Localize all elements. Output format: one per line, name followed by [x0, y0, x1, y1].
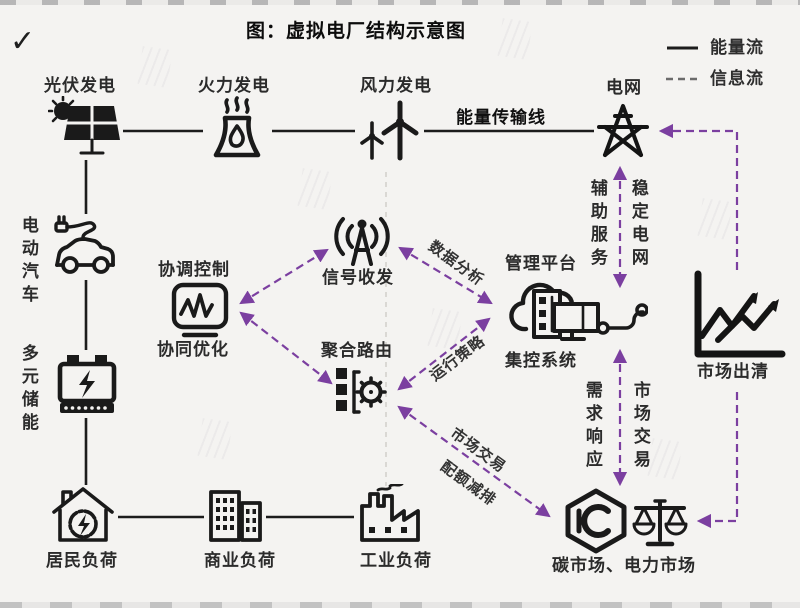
info-line-antenna-platform [398, 246, 493, 305]
label-market-trading-vertical: 市场交易 [630, 381, 650, 473]
transmission-tower-icon [596, 100, 650, 158]
watermark-hatch [697, 198, 733, 240]
label-coordination-optimize: 协同优化 [157, 340, 229, 359]
info-line-clearing-markets [696, 392, 739, 529]
info-line-gear-platform [397, 317, 491, 391]
battery-storage-icon [54, 350, 120, 418]
label-stabilize-grid: 稳定电网 [628, 179, 648, 271]
solar-panel-icon [48, 96, 124, 160]
energy-lines [84, 129, 594, 519]
label-wind: 风力发电 [360, 76, 432, 95]
market-clearing-chart-icon [684, 268, 790, 366]
electric-vehicle-icon [50, 214, 120, 280]
carbon-hexagon-icon [562, 487, 630, 555]
info-line-monitor-gear [239, 311, 333, 385]
label-commercial-load: 商业负荷 [204, 551, 276, 570]
label-grid: 电网 [606, 78, 642, 97]
label-thermal: 火力发电 [198, 76, 270, 95]
label-solar: 光伏发电 [44, 76, 116, 95]
label-residential-load: 居民负荷 [46, 551, 118, 570]
label-aggregation-routing: 聚合路由 [321, 341, 393, 360]
monitor-waveform-icon [168, 281, 232, 339]
watermark-hatch [197, 418, 233, 460]
info-line-clearing-grid [658, 123, 739, 270]
label-ev: 电动汽车 [18, 216, 38, 308]
label-storage: 多元储能 [18, 344, 38, 436]
watermark-hatch [297, 168, 333, 210]
watermark-hatch [137, 46, 173, 88]
info-lines [239, 123, 739, 529]
residential-house-icon [50, 484, 116, 546]
watermark-hatch [497, 18, 533, 60]
cloud-platform-icon [502, 277, 648, 349]
aggregation-gear-icon [332, 365, 390, 420]
info-line-gear-markets [397, 405, 551, 518]
label-signal: 信号收发 [322, 268, 394, 287]
industrial-factory-icon [354, 484, 428, 544]
checkmark: ✓ [10, 25, 36, 58]
label-markets: 碳市场、电力市场 [552, 556, 696, 575]
label-management-platform: 管理平台 [505, 254, 577, 273]
label-coordination-control: 协调控制 [158, 260, 230, 279]
thermal-plant-icon [204, 96, 270, 162]
wind-turbine-icon [356, 96, 424, 162]
page-title: 图：虚拟电厂结构示意图 [246, 21, 467, 42]
label-demand-response: 需求响应 [582, 381, 602, 473]
watermark-hatch [427, 308, 463, 350]
label-industrial-load: 工业负荷 [360, 551, 432, 570]
scales-icon [629, 496, 691, 551]
commercial-buildings-icon [204, 484, 268, 544]
legend-info-label: 信息流 [710, 69, 764, 88]
info-line-monitor-antenna [239, 248, 329, 305]
watermark-hatch [647, 438, 683, 480]
label-auxiliary-service: 辅助服务 [587, 179, 607, 271]
label-central-control-system: 集控系统 [505, 351, 577, 370]
scan-artifact-top [0, 0, 800, 5]
scan-artifact-bottom [0, 602, 800, 608]
legend-energy-label: 能量流 [710, 38, 764, 57]
label-energy-transmission-line: 能量传输线 [456, 108, 546, 127]
antenna-icon [330, 212, 394, 272]
label-market-clearing: 市场出清 [697, 362, 769, 381]
